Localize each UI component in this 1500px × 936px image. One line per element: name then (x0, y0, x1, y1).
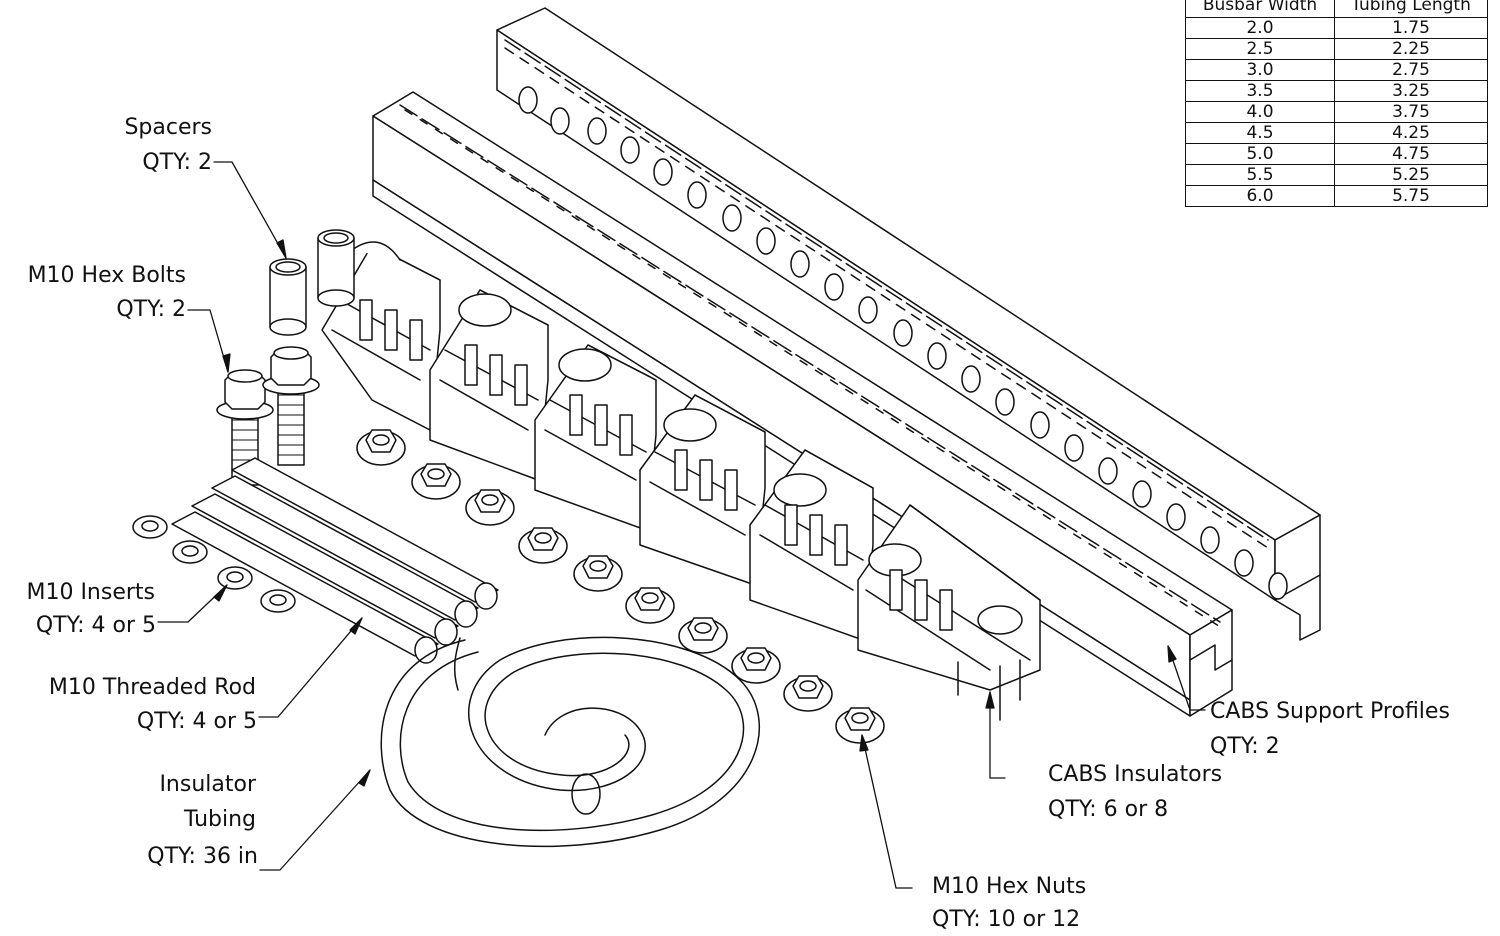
spacer-1 (269, 258, 307, 336)
table-cell: 2.75 (1334, 59, 1488, 81)
threaded-rods (171, 457, 499, 664)
hex-nuts-label: M10 Hex Nuts (932, 874, 1087, 899)
column-header-busbar-width: Busbar Width (1185, 0, 1335, 18)
inserts-label: M10 Inserts (26, 580, 155, 605)
support-profiles-label: CABS Support Profiles (1210, 699, 1450, 724)
support-profiles-qty: QTY: 2 (1210, 734, 1280, 759)
tubing-label-line2: Tubing (183, 807, 256, 832)
table-cell: 5.5 (1185, 164, 1335, 186)
inserts (132, 515, 296, 613)
threaded-rod-label: M10 Threaded Rod (48, 675, 256, 700)
insulator-block-2 (429, 289, 549, 481)
table-cell: 5.0 (1185, 143, 1335, 165)
table-cell: 3.0 (1185, 59, 1335, 81)
hex-nuts-qty: QTY: 10 or 12 (932, 907, 1081, 932)
table-cell: 1.75 (1334, 17, 1488, 39)
threaded-rod-qty: QTY: 4 or 5 (136, 709, 257, 734)
insulators-qty: QTY: 6 or 8 (1048, 797, 1169, 822)
table-header-row: Busbar Width Tubing Length (1185, 0, 1488, 18)
leader-lines (157, 161, 1206, 889)
table-cell: 4.25 (1334, 122, 1488, 144)
hex-bolt-2 (262, 346, 320, 466)
table-cell: 3.5 (1185, 80, 1335, 102)
hex-bolts-label: M10 Hex Bolts (27, 263, 186, 288)
support-profile-holes (518, 86, 1288, 600)
tubing-qty: QTY: 36 in (147, 844, 258, 869)
table-cell: 2.5 (1185, 38, 1335, 60)
table-cell: 5.25 (1334, 164, 1488, 186)
spacer-2 (317, 229, 355, 307)
insulator-block-6 (857, 504, 1041, 721)
insulator-block-3 (534, 344, 657, 531)
hex-nuts (356, 429, 885, 744)
table-cell: 4.0 (1185, 101, 1335, 123)
table-cell: 3.75 (1334, 101, 1488, 123)
insulators-label: CABS Insulators (1048, 762, 1223, 787)
spacers-label: Spacers (124, 115, 212, 140)
table-cell: 2.25 (1334, 38, 1488, 60)
table-cell: 4.5 (1185, 122, 1335, 144)
table-cell: 6.0 (1185, 185, 1335, 207)
column-header-tubing-length: Tubing Length (1334, 0, 1488, 18)
table-cell: 2.0 (1185, 17, 1335, 39)
table-cell: 4.75 (1334, 143, 1488, 165)
table-cell: 3.25 (1334, 80, 1488, 102)
hex-bolts-qty: QTY: 2 (116, 297, 186, 322)
tubing-label-line1: Insulator (159, 772, 256, 797)
inserts-qty: QTY: 4 or 5 (35, 613, 156, 638)
table-cell: 5.75 (1334, 185, 1488, 207)
insulator-tubing-coil (380, 636, 761, 848)
insulator-block-5 (749, 449, 874, 641)
insulator-block-4 (639, 394, 766, 586)
spacers-qty: QTY: 2 (142, 150, 212, 175)
